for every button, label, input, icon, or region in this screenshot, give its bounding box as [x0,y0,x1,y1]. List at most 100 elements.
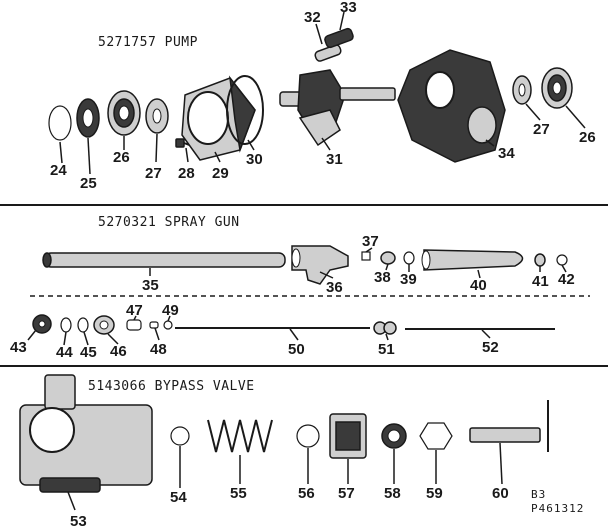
part-46-nut [93,315,115,335]
callout-52: 52 [482,339,499,356]
drawing-number: P461312 [531,502,584,515]
callout-42: 42 [558,271,575,288]
part-29-cover [181,75,256,161]
leader-32 [315,23,323,45]
leader-60 [499,442,503,485]
bypass-valve-section-title: 5143066 BYPASS VALVE [88,379,255,394]
part-41-cap [534,253,546,267]
leader-30 [247,139,255,151]
leader-44 [63,331,67,346]
callout-57: 57 [338,485,355,502]
callout-38: 38 [374,269,391,286]
part-32-pin [314,44,342,62]
leader-31 [321,137,331,151]
callout-60: 60 [492,485,509,502]
part-37-fitting [361,251,371,261]
callout-35: 35 [142,277,159,294]
part-49-clip [163,320,173,330]
part-26-bearing [107,90,141,136]
callout-36: 36 [326,279,343,296]
spray-gun-section-title: 5270321 SPRAY GUN [98,215,240,230]
part-54-ball [170,426,190,446]
callout-34: 34 [498,145,515,162]
callout-58: 58 [384,485,401,502]
part-30-o-ring [226,75,264,145]
sheet-code: B3 [531,488,546,501]
part-57-cap-nut [329,413,367,459]
part-25-seal [76,98,100,138]
leader-50 [289,328,299,341]
callout-49: 49 [162,302,179,319]
leader-51 [385,333,389,341]
part-43-nozzle [32,314,52,334]
part-48-pin [149,321,159,329]
callout-50: 50 [288,341,305,358]
callout-44: 44 [56,344,73,361]
leader-40 [477,269,481,279]
pump-section-title: 5271757 PUMP [98,35,198,50]
leader-47 [133,315,137,321]
callout-30: 30 [246,151,263,168]
part-58-gasket [381,423,407,449]
callout-25: 25 [80,175,97,192]
leader-25 [87,137,91,175]
callout-33: 33 [340,0,357,16]
callout-59: 59 [426,485,443,502]
callout-54: 54 [170,489,187,506]
callout-39: 39 [400,271,417,288]
leader-24 [59,141,63,164]
callout-45: 45 [80,344,97,361]
leader-48 [154,327,160,341]
leader-27b [525,103,541,121]
leader-29 [214,151,221,163]
callout-47: 47 [126,302,143,319]
part-39-washer [403,251,415,265]
part-55-spring [207,419,273,453]
callout-43: 43 [10,339,27,356]
callout-53: 53 [70,513,87,530]
part-27-bearing [145,98,169,134]
callout-51: 51 [378,341,395,358]
callout-41: 41 [532,273,549,290]
leader-43 [27,329,37,341]
part-31-impeller-shaft [279,69,396,147]
leader-38 [385,263,389,271]
part-35-barrel [42,252,286,268]
part-26-bearing-right [541,67,573,109]
leader-37 [365,247,373,253]
part-36-gun-body [291,245,349,285]
part-38-nut [380,251,396,265]
leader-36 [319,271,334,279]
leader-34 [485,139,495,147]
callout-40: 40 [470,277,487,294]
part-51-coupling [373,321,397,335]
part-34-pump-housing [397,49,506,163]
callout-46: 46 [110,343,127,360]
part-42-clip [556,254,568,266]
part-47-sleeve [126,319,142,331]
leader-26b [565,105,586,129]
callout-55: 55 [230,485,247,502]
callout-29: 29 [212,165,229,182]
part-27-bearing-right [512,75,532,105]
leader-52 [481,329,491,339]
part-59-nut [419,422,453,450]
leader-53 [67,491,76,511]
part-45-washer [77,317,89,333]
callout-27-right: 27 [533,121,550,138]
part-53-valve-body [19,374,153,493]
callout-56: 56 [298,485,315,502]
part-56-ball [296,424,320,448]
callout-31: 31 [326,151,343,168]
part-24-gasket [48,105,72,141]
leader-42 [561,264,567,273]
leader-27 [155,133,158,163]
leader-45 [83,331,89,346]
callout-24: 24 [50,162,67,179]
leader-33 [339,11,345,31]
callout-37: 37 [362,233,379,250]
callout-32: 32 [304,9,321,26]
part-33-pin [324,27,354,49]
part-44-washer [60,317,72,333]
